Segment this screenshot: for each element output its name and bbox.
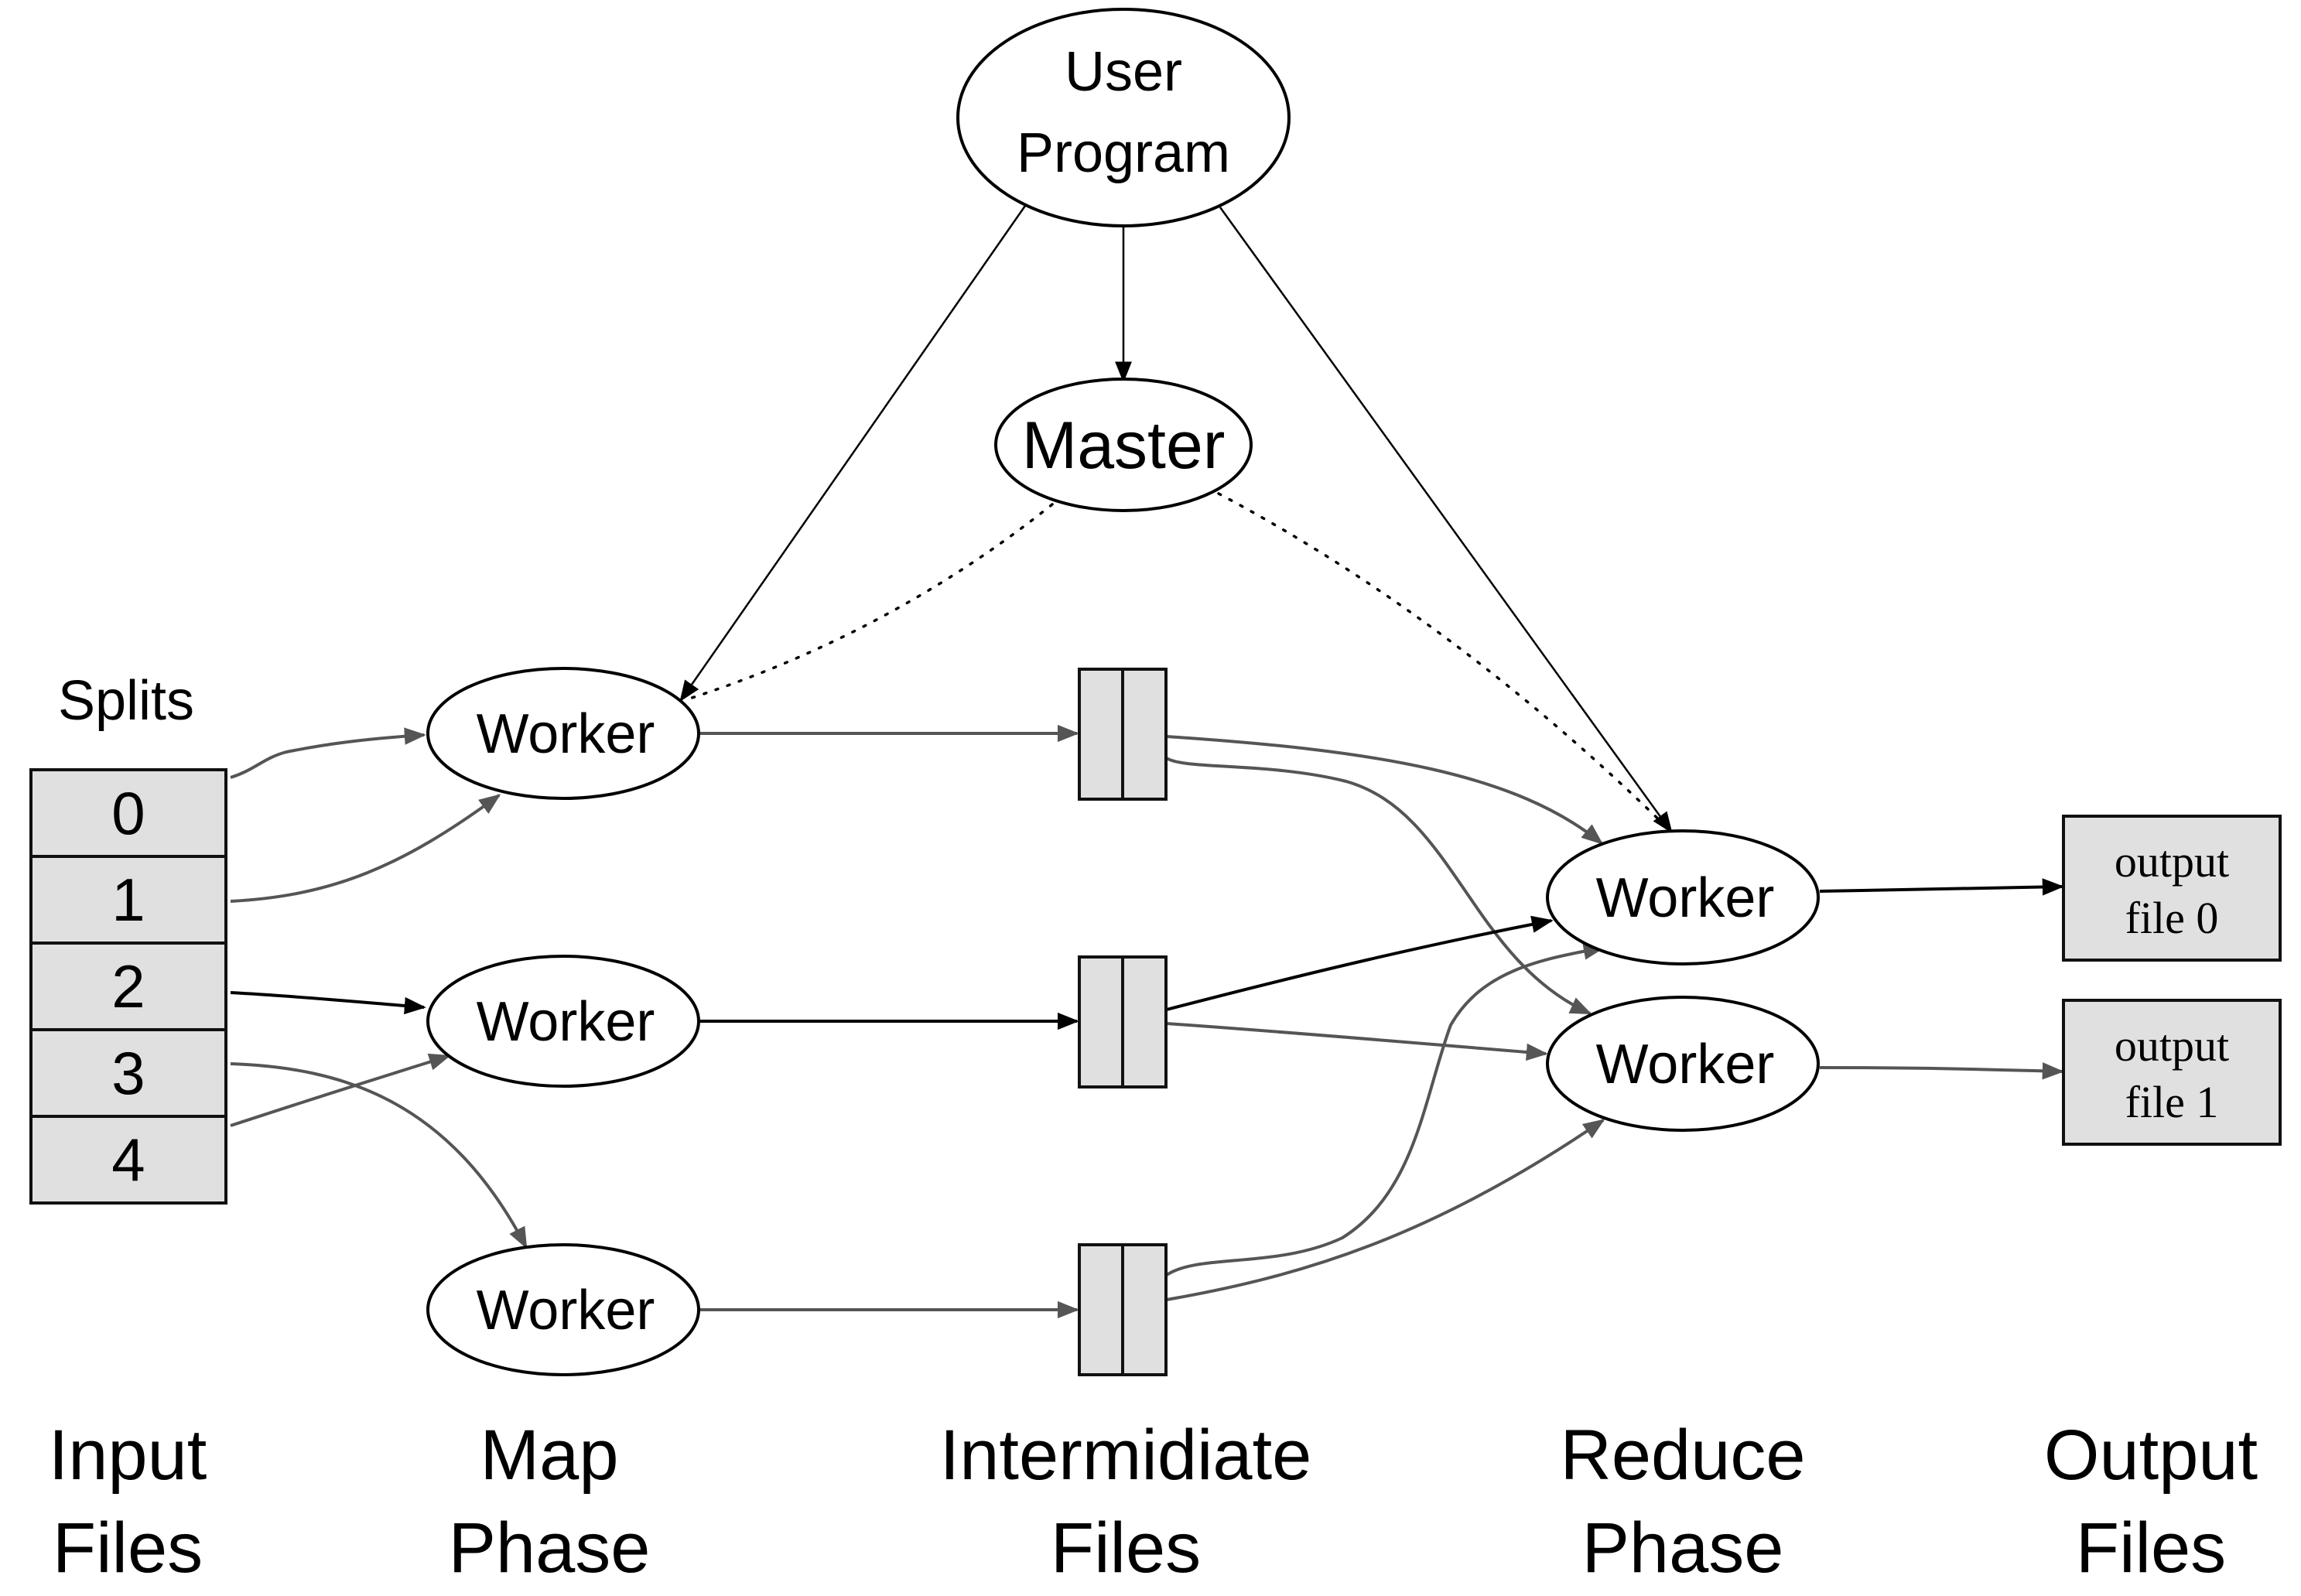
edge-split-3-to-map-worker-2 [230, 1062, 528, 1249]
output-file-0-line2: file 0 [2125, 893, 2219, 943]
split-3-label: 3 [111, 1039, 145, 1107]
phase-label-reduce: Reduce Phase [1560, 1416, 1805, 1587]
edge-intermediate-0-to-reduce-worker-1 [1165, 757, 1592, 1015]
edge-master-to-reduce-worker-0 [1217, 492, 1673, 833]
output-file-1: output file 1 [2062, 999, 2282, 1146]
edge-split-0-to-map-worker-0 [230, 727, 426, 779]
phase-input-line2: Files [53, 1509, 203, 1587]
edge-reduce-worker-0-to-output-0 [1819, 878, 2064, 896]
edge-split-4-to-map-worker-1 [230, 1053, 451, 1127]
user-program-label-line1: User [1065, 41, 1182, 103]
map-worker-1: Worker [426, 955, 700, 1088]
split-4-label: 4 [111, 1126, 145, 1194]
phase-map-line1: Map [480, 1416, 619, 1495]
edge-user-to-reduce-worker-0 [1219, 207, 1673, 834]
phase-map-line2: Phase [449, 1509, 651, 1587]
edges [230, 205, 2064, 1319]
phase-output-line1: Output [2044, 1416, 2258, 1495]
map-worker-1-label: Worker [477, 991, 655, 1053]
split-1-label: 1 [111, 866, 145, 934]
output-file-1-line1: output [2115, 1020, 2229, 1071]
phase-labels: Input Files Map Phase Intermidiate Files… [49, 1416, 2258, 1587]
map-worker-2: Worker [426, 1243, 700, 1376]
master-node: Master [994, 378, 1253, 512]
split-0: 0 [29, 768, 227, 858]
output-file-0: output file 0 [2062, 815, 2282, 962]
split-4: 4 [29, 1115, 227, 1205]
edge-master-to-map-worker-0 [683, 503, 1054, 702]
master-label: Master [1022, 408, 1226, 483]
edge-intermediate-2-to-reduce-worker-1 [1166, 1119, 1605, 1301]
splits-title: Splits [58, 670, 194, 732]
edge-intermediate-0-to-reduce-worker-0 [1166, 735, 1604, 845]
edge-split-1-to-map-worker-0 [230, 794, 501, 903]
edge-split-2-to-map-worker-1 [230, 991, 426, 1015]
phase-label-output: Output Files [2044, 1416, 2258, 1587]
reduce-worker-1: Worker [1546, 996, 1820, 1132]
edge-reduce-worker-1-to-output-1 [1819, 1062, 2064, 1080]
map-worker-0-label: Worker [477, 703, 655, 765]
phase-output-line2: Files [2076, 1509, 2226, 1587]
split-0-label: 0 [111, 779, 145, 847]
reduce-worker-0-label: Worker [1596, 867, 1775, 929]
phase-reduce-line1: Reduce [1560, 1416, 1805, 1495]
map-worker-2-label: Worker [477, 1280, 655, 1341]
split-3: 3 [29, 1028, 227, 1118]
split-2: 2 [29, 942, 227, 1031]
phase-input-line1: Input [49, 1416, 207, 1495]
edge-intermediate-1-to-reduce-worker-0 [1166, 915, 1554, 1011]
intermediate-file-2 [1078, 1243, 1168, 1376]
reduce-worker-0: Worker [1546, 829, 1820, 965]
edge-user-to-map-worker-0 [679, 205, 1027, 702]
split-2-label: 2 [111, 952, 145, 1020]
phase-label-map: Map Phase [449, 1416, 651, 1587]
phase-label-intermediate: Intermidiate Files [940, 1416, 1312, 1587]
map-worker-0: Worker [426, 667, 700, 800]
output-file-1-line2: file 1 [2125, 1077, 2219, 1127]
intermediate-file-0 [1078, 668, 1168, 801]
reduce-worker-1-label: Worker [1596, 1034, 1775, 1095]
user-program-node: User Program [956, 8, 1291, 227]
edge-intermediate-1-to-reduce-worker-1 [1166, 1022, 1548, 1061]
phase-label-input: Input Files [49, 1416, 207, 1587]
phase-intermediate-line1: Intermidiate [940, 1416, 1312, 1495]
edge-intermediate-2-to-reduce-worker-0 [1165, 942, 1605, 1276]
output-file-0-line1: output [2115, 836, 2229, 887]
intermediate-file-1 [1078, 955, 1168, 1088]
phase-intermediate-line2: Files [1051, 1509, 1201, 1587]
phase-reduce-line2: Phase [1582, 1509, 1784, 1587]
splits-stack: Splits 0 1 2 3 4 [29, 670, 227, 1205]
user-program-label-line2: Program [1017, 122, 1230, 184]
split-1: 1 [29, 855, 227, 945]
